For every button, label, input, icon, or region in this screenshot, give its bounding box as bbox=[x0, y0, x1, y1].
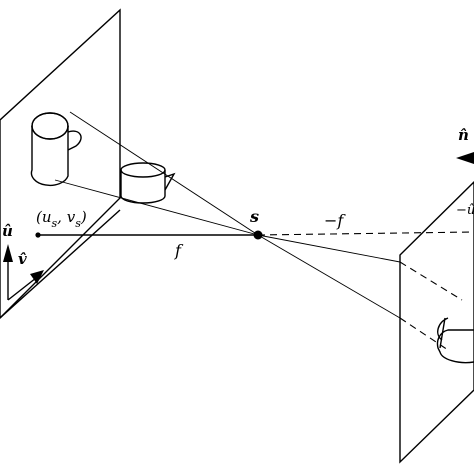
ray-bottom-dashed bbox=[399, 261, 463, 301]
focal-length-right-label: −f bbox=[324, 211, 346, 230]
center-of-projection bbox=[253, 230, 263, 240]
left-plane-edge bbox=[0, 209, 121, 319]
center-label: s bbox=[249, 207, 259, 226]
ray-top bbox=[69, 111, 259, 236]
n-hat-label: n̂ bbox=[458, 126, 469, 144]
cup-left-image bbox=[30, 112, 82, 187]
n-axis-arrowhead bbox=[456, 152, 474, 164]
principal-point-label: (us, vs) bbox=[36, 208, 87, 230]
ray-top-ext bbox=[257, 234, 401, 319]
cup-object bbox=[120, 162, 176, 204]
right-partial-label: −û bbox=[456, 203, 474, 218]
ray-bottom-ext bbox=[257, 234, 401, 263]
focal-length-left-label: f bbox=[174, 241, 184, 260]
optical-axis-right bbox=[257, 231, 474, 236]
ray-bottom bbox=[54, 179, 259, 236]
principal-point-marker bbox=[35, 232, 41, 238]
v-axis-arrowhead bbox=[30, 270, 44, 284]
cup-right-image bbox=[436, 317, 474, 364]
v-hat-label: v̂ bbox=[18, 250, 27, 268]
u-axis-arrowhead bbox=[3, 244, 13, 262]
left-image-plane bbox=[0, 8, 121, 319]
v-axis-line bbox=[7, 277, 37, 301]
u-hat-label: û bbox=[2, 222, 13, 240]
right-image-plane bbox=[399, 181, 474, 464]
